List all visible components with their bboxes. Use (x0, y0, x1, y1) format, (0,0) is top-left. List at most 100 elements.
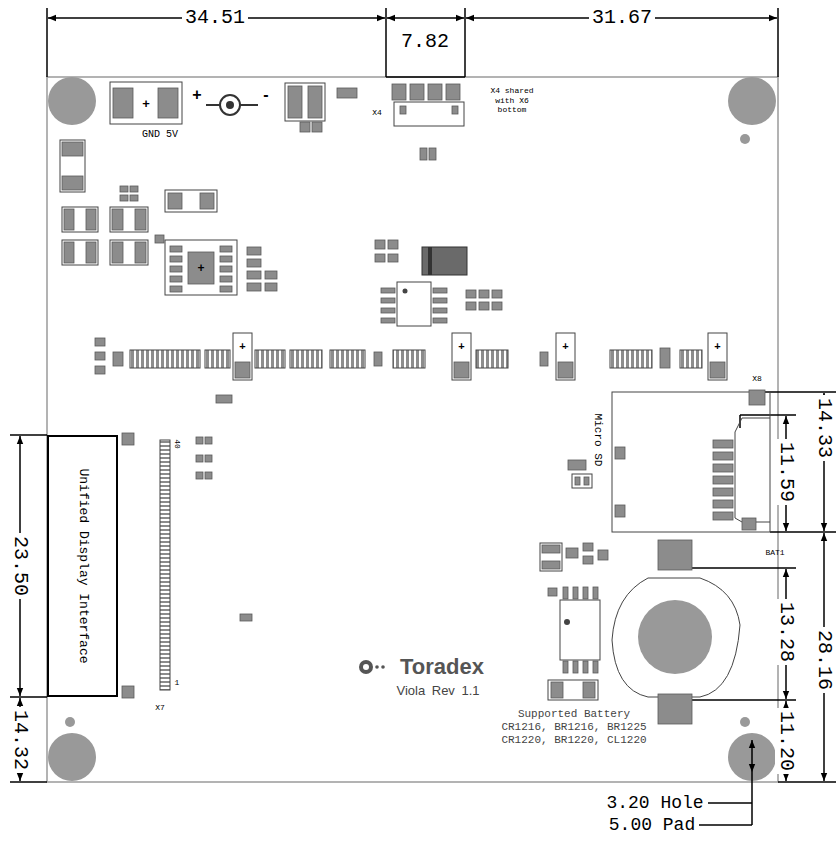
note: Supported Battery CR1216, BR1216, BR1225… (498, 708, 650, 748)
mounting-hole (48, 77, 96, 125)
smd-component (551, 682, 563, 698)
polarized-capacitor (708, 333, 727, 380)
smd-component (584, 477, 589, 485)
ic-package (560, 600, 600, 660)
pin-number: 1 (175, 679, 180, 687)
smd-component (86, 209, 96, 230)
ic-package (188, 252, 214, 284)
micro-sd-socket (735, 418, 770, 522)
polarized-capacitor (235, 362, 250, 378)
smd-component (429, 148, 436, 160)
dimension-value: 14.32 (9, 707, 31, 773)
dimension-value: 3.20 Hole (606, 794, 703, 812)
smd-component (300, 122, 310, 132)
smd-component (62, 240, 98, 265)
polarity-mark: + (197, 262, 204, 274)
smd-component (466, 302, 476, 310)
ic-package (433, 308, 447, 313)
part-name: Micro SD (592, 414, 603, 467)
display-interface-box: Unified Display Interface (47, 435, 118, 697)
smd-component (110, 207, 148, 232)
board-outline (47, 77, 778, 782)
ic-package (165, 240, 600, 673)
dimension-line (765, 391, 836, 393)
polarity-mark: + (562, 341, 568, 352)
smd-component (247, 271, 261, 279)
ic-package (583, 661, 588, 673)
polarity-mark: + (192, 87, 201, 103)
smd-component (247, 283, 261, 291)
pin-header-row (680, 350, 702, 368)
smd-component (165, 190, 217, 212)
brand-logo: Toradex (400, 656, 484, 678)
smd-component (205, 455, 212, 462)
polarity-mark: + (239, 341, 245, 352)
dimension-line (751, 772, 753, 825)
micro-sd-socket (713, 464, 733, 472)
dimension-line (10, 434, 47, 436)
reference-designator: X8 (752, 375, 762, 383)
ic-package (573, 661, 578, 673)
dimension-line (386, 76, 465, 78)
dimension-value: 31.67 (589, 7, 655, 29)
smd-component (375, 240, 385, 249)
ic-package (220, 266, 232, 272)
micro-sd-socket (612, 390, 770, 532)
usb-connector (410, 84, 424, 100)
power-connector (158, 88, 178, 118)
ic-package (220, 276, 232, 282)
dimension-line (751, 740, 753, 772)
smd-component (568, 460, 586, 470)
smd-component (196, 455, 203, 462)
reference-designator: BAT1 (765, 549, 784, 557)
smd-component (583, 543, 593, 551)
dimension-value: 5.00 Pad (609, 816, 695, 834)
smd-component (575, 477, 580, 485)
barrel-jack-symbol (220, 95, 240, 115)
pin-header-row (540, 352, 548, 366)
toradex-logo (363, 664, 369, 670)
display-connector (160, 440, 170, 690)
usb-connector (394, 102, 464, 126)
power-connector (110, 82, 182, 124)
smd-component (375, 254, 385, 262)
micro-sd-socket (615, 447, 625, 459)
display-connector (122, 686, 134, 698)
polarity-mark: + (458, 341, 464, 352)
smd-component (337, 88, 357, 98)
smd-component (312, 122, 322, 132)
display-connector (122, 433, 170, 698)
pin-header-row (113, 352, 123, 366)
pin-header-row (255, 350, 285, 368)
toradex-logo (359, 660, 373, 674)
pin-header-row (95, 352, 105, 360)
display-connector (122, 433, 134, 445)
mounting-hole (728, 77, 776, 125)
smd-component (120, 195, 128, 201)
barrel-jack-symbol (206, 104, 220, 106)
usb-connector (446, 84, 460, 100)
micro-sd-socket (749, 390, 765, 405)
ic-package (583, 587, 588, 599)
polarized-capacitor (710, 362, 725, 378)
micro-sd-socket (713, 476, 733, 484)
smd-component (542, 545, 560, 553)
reference-designator: X7 (155, 704, 165, 712)
smd-component (64, 209, 74, 230)
dimension-line (770, 531, 836, 533)
polarized-capacitor (558, 362, 573, 378)
dimension-line (778, 781, 836, 783)
dimension-line (10, 8, 836, 825)
smd-component (130, 195, 138, 201)
dimension-line (692, 699, 796, 701)
smd-component (548, 588, 557, 596)
smd-component (135, 242, 146, 263)
power-connector (110, 82, 182, 124)
smd-component (466, 290, 476, 298)
pin-header-row (660, 348, 670, 368)
smd-component (60, 83, 608, 700)
smd-component (598, 550, 608, 560)
micro-sd-socket (713, 500, 733, 508)
mounting-hole (48, 733, 96, 781)
